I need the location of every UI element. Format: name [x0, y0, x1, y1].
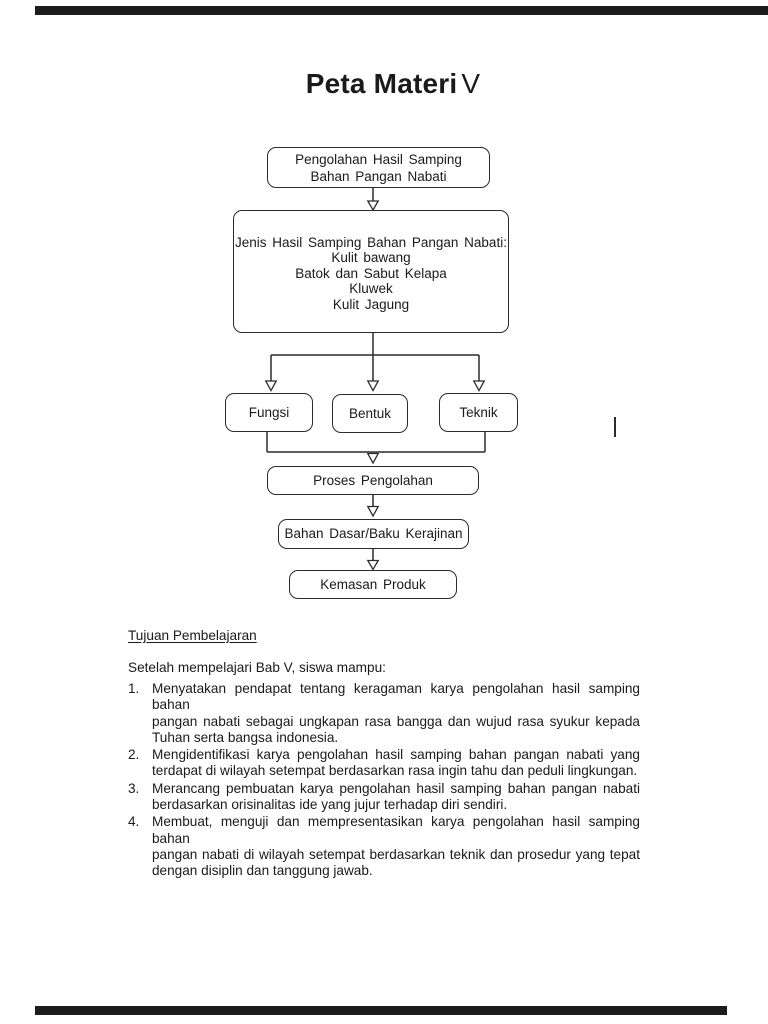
objective-text: Membuat, menguji dan mempresentasikan ka… [152, 814, 640, 879]
page-edge-top-bar [35, 6, 768, 15]
arrowhead-down [366, 559, 380, 571]
box-text-line: Fungsi [248, 404, 290, 420]
objective-number: 2. [128, 747, 140, 763]
flow-box-pengolahan: Pengolahan Hasil Samping Bahan Pangan Na… [267, 147, 490, 188]
flow-box-bentuk: Bentuk [332, 394, 408, 433]
title-text: Peta Materi [305, 68, 458, 99]
objective-line: terdapat di wilayah setempat berdasarkan… [152, 763, 638, 779]
box-text-line: Jenis Hasil Samping Bahan Pangan Nabati: [235, 235, 507, 250]
section-intro: Setelah mempelajari Bab V, siswa mampu: [128, 660, 386, 675]
flow-box-bahan-dasar: Bahan Dasar/Baku Kerajinan [278, 519, 469, 549]
objective-line: pangan nabati di wilayah setempat berdas… [152, 846, 640, 862]
objective-line: Membuat, menguji dan mempresentasikan ka… [152, 814, 640, 846]
flow-box-fungsi: Fungsi [225, 393, 313, 432]
objective-text: Menyatakan pendapat tentang keragaman ka… [152, 681, 640, 746]
objective-line: berdasarkan orisinalitas ide yang jujur … [152, 797, 508, 813]
flow-box-jenis-hasil-samping: Jenis Hasil Samping Bahan Pangan Nabati:… [233, 210, 509, 333]
box-text-line: Kemasan Produk [320, 576, 426, 592]
objective-item: 2. Mengidentifikasi karya pengolahan has… [128, 747, 640, 780]
box-text-line: Kulit bawang [331, 250, 411, 266]
objective-text: Mengidentifikasi karya pengolahan hasil … [152, 747, 640, 780]
objective-line: Mengidentifikasi karya pengolahan hasil … [152, 747, 640, 763]
box-text-line: Pengolahan Hasil Samping [295, 151, 462, 167]
arrowhead-down [366, 200, 380, 212]
box-text-line: Bahan Pangan Nabati [310, 168, 447, 184]
arrowhead-down [366, 380, 380, 392]
title-numeral: V [461, 68, 481, 99]
objective-number: 3. [128, 780, 140, 796]
objectives-list: 1. Menyatakan pendapat tentang keragaman… [128, 681, 640, 881]
objective-line: Tuhan serta bangsa indonesia. [152, 729, 339, 745]
box-text-line: Teknik [459, 404, 498, 420]
section-heading: Tujuan Pembelajaran [128, 628, 257, 643]
objective-text: Merancang pembuatan karya pengolahan has… [152, 781, 640, 814]
objective-item: 1. Menyatakan pendapat tentang keragaman… [128, 681, 640, 746]
arrowhead-down [366, 452, 380, 465]
flow-box-proses-pengolahan: Proses Pengolahan [267, 466, 479, 495]
objective-number: 4. [128, 814, 140, 830]
objective-line: dengan disiplin dan tanggung jawab. [152, 863, 373, 879]
objective-line: pangan nabati sebagai ungkapan rasa bang… [152, 713, 640, 729]
objective-item: 3. Merancang pembuatan karya pengolahan … [128, 781, 640, 814]
arrowhead-down [366, 505, 380, 518]
flow-box-teknik: Teknik [439, 393, 518, 432]
box-text-line: Proses Pengolahan [313, 472, 433, 488]
box-text-line: Bentuk [348, 405, 392, 421]
arrowhead-down [472, 380, 486, 392]
objective-number: 1. [128, 681, 140, 696]
box-text-line: Batok dan Sabut Kelapa [295, 265, 447, 281]
arrowhead-down [264, 380, 278, 392]
objective-item: 4. Membuat, menguji dan mempresentasikan… [128, 814, 640, 879]
box-text-line: Kluwek [349, 281, 393, 297]
objective-line: Menyatakan pendapat tentang keragaman ka… [152, 681, 640, 713]
flow-box-kemasan-produk: Kemasan Produk [289, 570, 457, 599]
box-text-line: Bahan Dasar/Baku Kerajinan [284, 526, 463, 541]
page-edge-bottom-bar [35, 1006, 727, 1015]
objective-line: Merancang pembuatan karya pengolahan has… [152, 780, 640, 796]
box-text-line: Kulit Jagung [332, 296, 410, 312]
